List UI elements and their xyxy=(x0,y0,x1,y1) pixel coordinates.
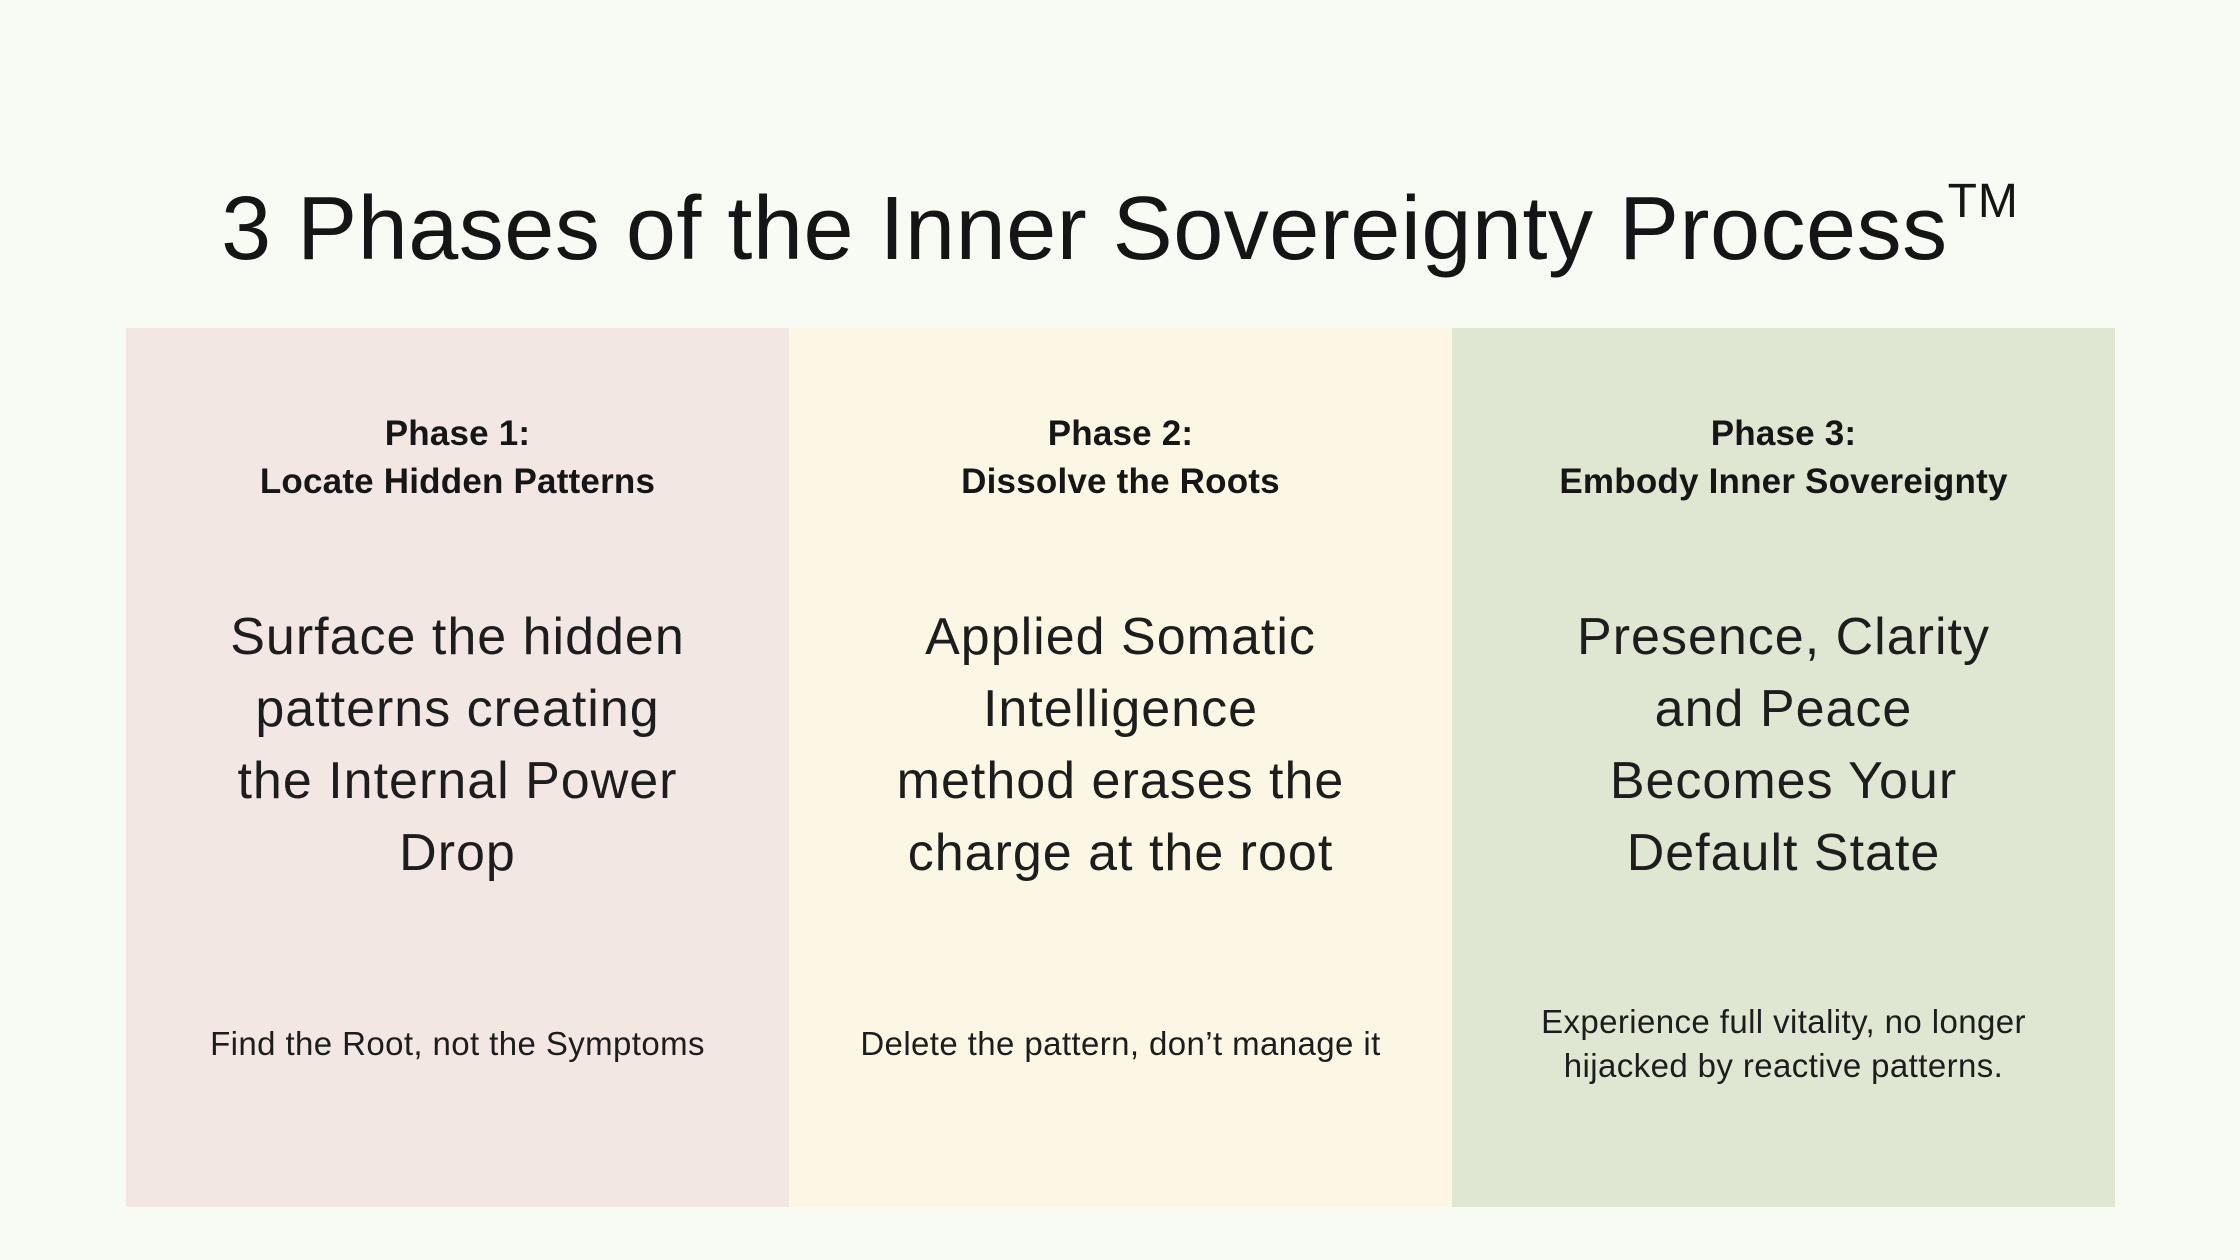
phase-1-header: Phase 1: Locate Hidden Patterns xyxy=(259,414,656,501)
trademark-superscript: TM xyxy=(1947,175,2019,229)
phases-row: Phase 1: Locate Hidden Patterns Surface … xyxy=(126,328,2115,1207)
phase-2-header: Phase 2: Dissolve the Roots xyxy=(961,414,1280,501)
phase-panel-3: Phase 3: Embody Inner Sovereignty Presen… xyxy=(1452,328,2115,1207)
slide-title-text: 3 Phases of the Inner Sovereignty Proces… xyxy=(221,179,1948,280)
phase-panel-2: Phase 2: Dissolve the Roots Applied Soma… xyxy=(789,328,1452,1207)
phase-2-body: Applied Somatic Intelligence method eras… xyxy=(896,608,1345,882)
phase-3-header: Phase 3: Embody Inner Sovereignty xyxy=(1559,414,2008,501)
slide-title: 3 Phases of the Inner Sovereignty Proces… xyxy=(0,175,2240,289)
phase-3-caption: Experience full vitality, no longer hija… xyxy=(1541,1003,2026,1084)
phase-1-body: Surface the hidden patterns creating the… xyxy=(230,608,685,882)
phase-3-body: Presence, Clarity and Peace Becomes Your… xyxy=(1577,608,1990,882)
phase-1-caption: Find the Root, not the Symptoms xyxy=(210,1025,705,1062)
phase-2-caption: Delete the pattern, don’t manage it xyxy=(860,1025,1381,1062)
phase-panel-1: Phase 1: Locate Hidden Patterns Surface … xyxy=(126,328,789,1207)
